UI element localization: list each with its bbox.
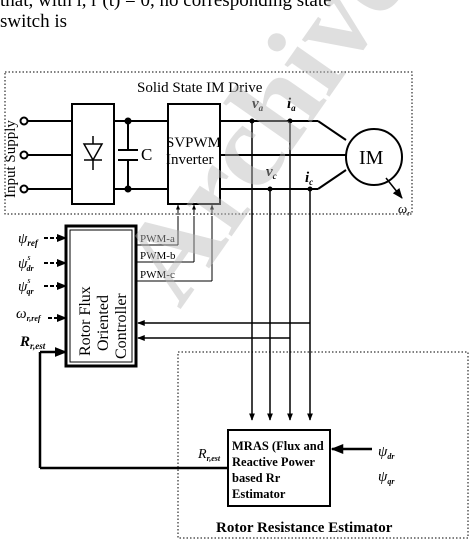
capacitor-label: C xyxy=(141,145,152,164)
feedback-lines xyxy=(137,320,310,341)
pwm-b-label: PWM-b xyxy=(140,250,176,262)
ic-label: ic xyxy=(305,170,313,187)
pwm-c-label: PWM-c xyxy=(140,269,175,281)
input-psi-ref: ψref xyxy=(18,231,39,248)
estimator-psi-qr: ψqr xyxy=(378,469,395,486)
induction-motor xyxy=(345,128,403,186)
mras-line3: based Rr xyxy=(232,471,281,485)
estimator-psi-dr: ψdr xyxy=(378,444,395,461)
speed-arrow xyxy=(385,177,403,199)
controller-label-line2: Oriented xyxy=(95,295,112,351)
pwm-lines xyxy=(136,216,213,282)
mras-box xyxy=(227,429,331,507)
estimator-title: Rotor Resistance Estimator xyxy=(216,520,393,536)
input-omega-ref: ωr,ref xyxy=(16,306,42,323)
va-label: va xyxy=(252,96,264,113)
top-text-line1: that, with i, r (t) = 0, no correspondin… xyxy=(0,0,332,11)
inverter-label-line2: Inverter xyxy=(166,152,213,168)
inverter-label-line1: SVPWM xyxy=(166,135,221,151)
controller-label-line3: Controller xyxy=(113,293,130,359)
omega-label: ωr xyxy=(398,201,411,218)
motor-label: IM xyxy=(359,147,384,169)
measurement-lines xyxy=(249,121,313,421)
drive-boundary xyxy=(4,71,413,215)
mras-line2: Reactive Power xyxy=(232,455,315,469)
mras-output-label: Rr,est xyxy=(197,447,221,463)
vc-label: vc xyxy=(266,164,277,181)
pwm-a-label: PWM-a xyxy=(140,233,175,245)
input-rr-est: Rr,est xyxy=(19,334,46,351)
input-supply-label: Input Supply xyxy=(3,120,19,198)
controller-label-line1: Rotor Flux xyxy=(77,286,94,356)
pwm-arrowheads xyxy=(176,204,214,215)
estimator-boundary xyxy=(177,351,469,539)
rr-feedback-line xyxy=(38,347,228,470)
rectifier-box xyxy=(71,103,115,205)
dc-link xyxy=(114,117,168,193)
ia-label: ia xyxy=(287,96,296,113)
mras-line1: MRAS (Flux and xyxy=(232,439,324,453)
input-supply-lines xyxy=(19,116,72,194)
top-text-line2: switch is xyxy=(0,11,67,32)
inverter-box xyxy=(167,103,221,205)
mras-line4: Estimator xyxy=(232,487,286,501)
controller-inner-box xyxy=(69,229,133,363)
diode-icon xyxy=(82,136,104,170)
drive-title: Solid State IM Drive xyxy=(137,80,263,96)
controller-box xyxy=(64,224,138,368)
